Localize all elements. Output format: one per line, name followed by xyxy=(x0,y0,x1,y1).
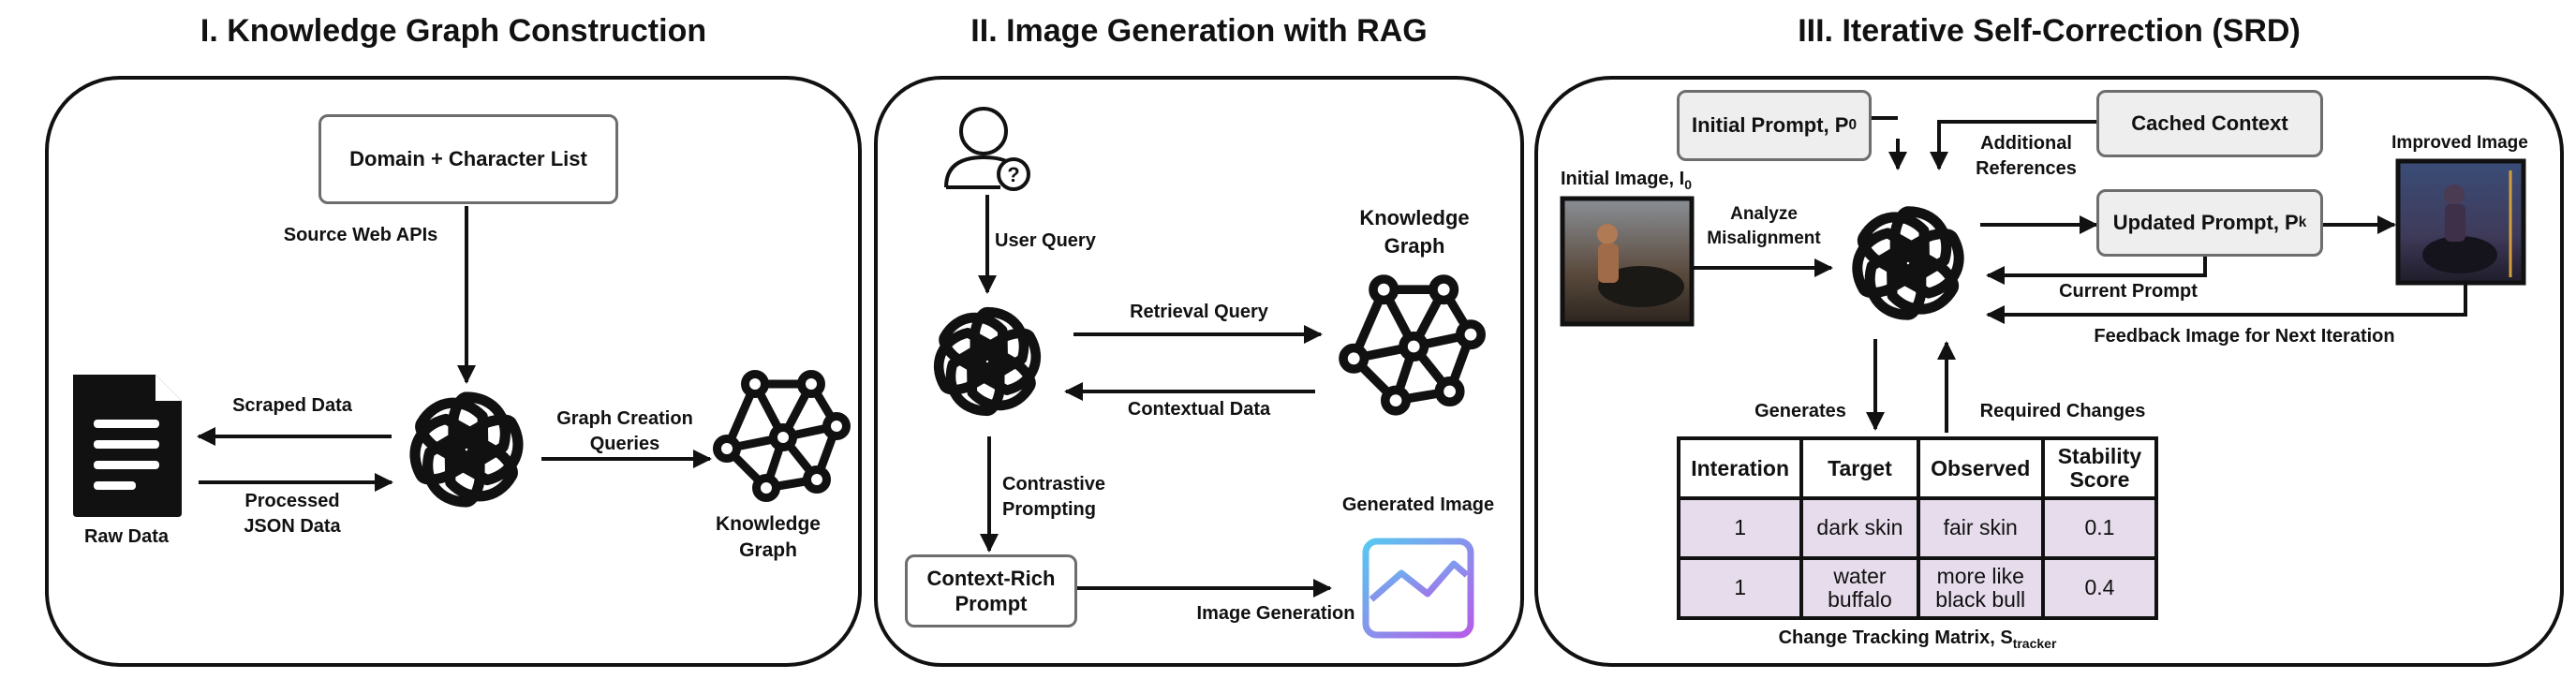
svg-text:?: ? xyxy=(1007,163,1019,186)
raw-data-label: Raw Data xyxy=(83,526,170,547)
improved-image-thumbnail xyxy=(2395,158,2526,286)
table-cell: fair skin xyxy=(1916,496,2045,560)
initial-prompt-subscript: 0 xyxy=(1848,117,1858,133)
user-question-icon: ? xyxy=(944,107,1030,191)
table-cell: 1 xyxy=(1676,556,1804,620)
cached-context-box: Cached Context xyxy=(2096,90,2323,157)
initial-prompt-label: Initial Prompt, P xyxy=(1691,113,1849,137)
image-generation-label: Image Generation xyxy=(1196,603,1355,624)
change-tracking-matrix: Interation Target Observed Stability Sco… xyxy=(1676,436,2159,620)
table-cell: 0.1 xyxy=(2040,496,2159,560)
panel-srd-title: III. Iterative Self-Correction (SRD) xyxy=(1798,13,2301,49)
arrow-cached-context xyxy=(1930,120,2098,170)
improved-image-label: Improved Image xyxy=(2391,133,2528,153)
panel-rag-title: II. Image Generation with RAG xyxy=(970,13,1428,49)
image-placeholder-icon xyxy=(1362,538,1474,639)
generates-label: Generates xyxy=(1754,401,1846,421)
additional-references-label: Additional References xyxy=(1976,133,2077,179)
table-row: 1 dark skin fair skin 0.1 xyxy=(1676,496,2159,560)
initial-image-thumbnail xyxy=(1560,196,1695,327)
contextual-data-label: Contextual Data xyxy=(1127,399,1271,420)
table-row: 1 water buffalo more like black bull 0.4 xyxy=(1676,556,2159,620)
table-cell: more like black bull xyxy=(1916,556,2045,620)
table-header: Observed xyxy=(1916,436,2045,500)
feedback-image-label: Feedback Image for Next Iteration xyxy=(2094,326,2395,347)
graph-creation-queries-label: Graph Creation Queries xyxy=(556,408,693,454)
table-cell: 0.4 xyxy=(2040,556,2159,620)
contrastive-prompting-label: Contrastive Prompting xyxy=(1002,474,1106,520)
scraped-data-label: Scraped Data xyxy=(232,395,352,416)
generated-image-label: Generated Image xyxy=(1341,494,1495,515)
matrix-caption-subscript: tracker xyxy=(2012,635,2057,651)
document-icon xyxy=(73,375,182,517)
user-query-label: User Query xyxy=(995,230,1096,251)
retrieval-query-label: Retrieval Query xyxy=(1130,302,1268,322)
initial-image-label: Initial Image, I0 xyxy=(1542,167,1710,194)
source-web-apis-label: Source Web APIs xyxy=(283,225,438,245)
panel-rag-frame xyxy=(874,76,1524,667)
table-header: Target xyxy=(1799,436,1920,500)
panel-kg-frame xyxy=(45,76,862,667)
matrix-caption: Change Tracking Matrix, Stracker xyxy=(1677,626,2158,653)
table-cell: water buffalo xyxy=(1799,556,1920,620)
current-prompt-label: Current Prompt xyxy=(2059,281,2198,302)
table-cell: 1 xyxy=(1676,496,1804,560)
panel-kg-title: I. Knowledge Graph Construction xyxy=(200,13,707,49)
table-cell: dark skin xyxy=(1799,496,1920,560)
updated-prompt-subscript: k xyxy=(2298,214,2307,230)
matrix-caption-text: Change Tracking Matrix, S xyxy=(1778,627,2013,648)
table-header: Stability Score xyxy=(2040,436,2159,500)
updated-prompt-label: Updated Prompt, P xyxy=(2112,211,2299,234)
initial-image-text: Initial Image, I xyxy=(1560,169,1685,189)
processed-json-label: Processed JSON Data xyxy=(244,491,341,537)
required-changes-label: Required Changes xyxy=(1979,401,2146,421)
table-header: Interation xyxy=(1676,436,1804,500)
initial-image-subscript: 0 xyxy=(1684,176,1693,192)
knowledge-graph-label: Knowledge Graph xyxy=(715,513,821,562)
domain-character-list-box: Domain + Character List xyxy=(318,114,618,204)
knowledge-graph-label: Knowledge Graph xyxy=(1359,206,1470,258)
context-rich-prompt-box: Context-Rich Prompt xyxy=(905,554,1077,627)
analyze-misalignment-label: Analyze Misalignment xyxy=(1707,204,1821,248)
arrow-feedback xyxy=(1986,283,2467,324)
